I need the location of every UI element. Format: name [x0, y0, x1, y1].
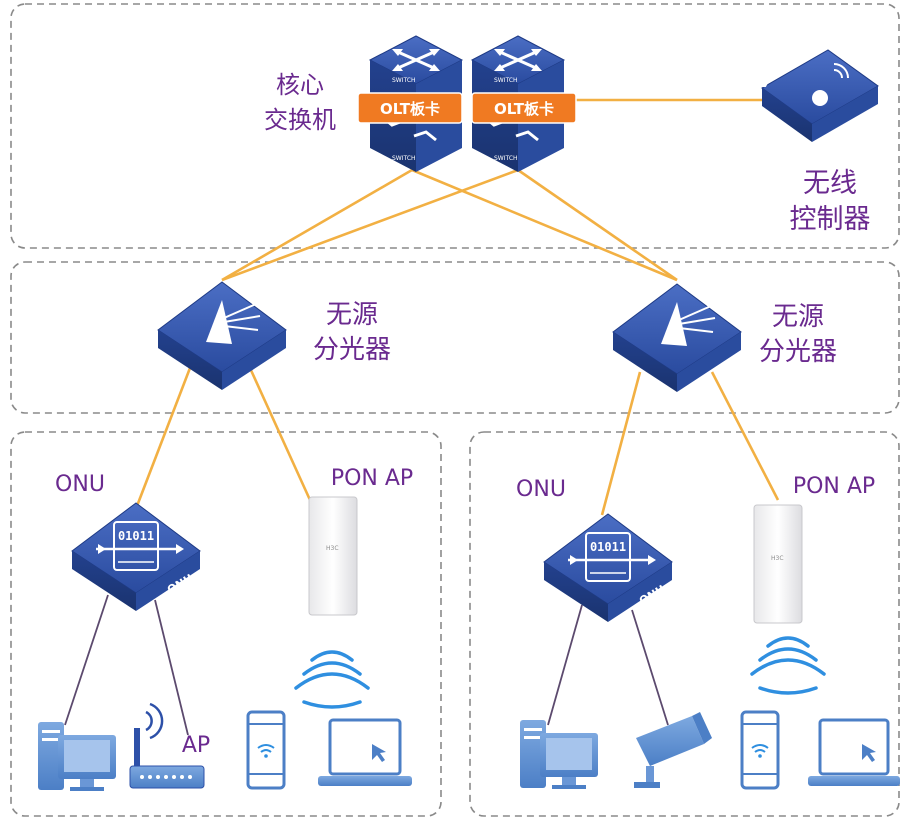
onu-left-label: ONU: [55, 472, 105, 497]
onu-binary-left: 01011: [118, 529, 154, 543]
fiber-links: [135, 98, 780, 516]
splitter-icon: [661, 302, 716, 346]
router-ap-icon: [129, 702, 205, 789]
laptop-icon: [318, 718, 412, 786]
pon-ap-left-label: PON AP: [331, 466, 413, 491]
onu-right: 01011 ONU: [543, 513, 673, 622]
onu-right-label: ONU: [516, 477, 566, 502]
core-switch-label-line2: 交换机: [264, 106, 336, 134]
core-switch-left: SWITCH SWITCH: [368, 35, 464, 172]
camera-icon: [634, 712, 712, 788]
wireless-controller-icon: [739, 63, 849, 106]
access-region-right: [469, 431, 900, 817]
access-region-left: [10, 431, 442, 817]
switch-icon: [392, 49, 440, 71]
wifi-waves-icon: [750, 636, 826, 695]
copper-links: [64, 594, 669, 736]
smartphone-icon: [246, 710, 286, 790]
desktop-pc-icon: [520, 720, 598, 789]
olt-card-left-label: OLT板卡: [380, 100, 440, 118]
wifi-waves-icon: [294, 650, 370, 709]
wireless-controller-label-line2: 控制器: [790, 204, 871, 235]
splitter-left-label-line2: 分光器: [313, 335, 391, 365]
onu-icon: 01011: [96, 521, 184, 571]
splitter-left: [157, 281, 287, 390]
splitter-region: [10, 261, 900, 414]
switch-plate-right-bottom: SWITCH: [494, 155, 518, 162]
wireless-controller-label-line1: 无线: [803, 168, 857, 199]
pon-ap-right: H3C: [753, 504, 803, 624]
core-region: [10, 3, 900, 249]
onu-binary-right: 01011: [590, 540, 626, 554]
ap-brand-left: H3C: [326, 545, 339, 552]
ap-label: AP: [182, 733, 210, 758]
splitter-right-label-line1: 无源: [772, 302, 824, 332]
pon-ap-icon: [308, 496, 358, 616]
olt-card-left: OLT板卡: [357, 92, 463, 124]
olt-card-right: OLT板卡: [471, 92, 577, 124]
laptop-icon: [808, 718, 900, 786]
switch-icon: [494, 49, 542, 71]
onu-icon: 01011: [568, 532, 656, 582]
switch-plate-left-bottom: SWITCH: [392, 155, 416, 162]
switch-plate-left: SWITCH: [392, 77, 416, 84]
olt-card-right-label: OLT板卡: [494, 100, 554, 118]
core-switch-label-line1: 核心: [276, 71, 324, 99]
desktop-pc-icon: [38, 722, 116, 791]
switch-plate-right: SWITCH: [494, 77, 518, 84]
smartphone-icon: [740, 710, 780, 790]
region-borders: [10, 3, 900, 817]
ap-brand-right: H3C: [771, 555, 784, 562]
pon-ap-left: H3C: [308, 496, 358, 616]
splitter-right: [612, 283, 742, 392]
onu-left: 01011 ONU: [71, 502, 201, 611]
wireless-controller: [739, 49, 879, 142]
pon-ap-icon: [753, 504, 803, 624]
pon-ap-right-label: PON AP: [793, 474, 875, 499]
splitter-icon: [206, 300, 261, 344]
splitter-right-label-line2: 分光器: [759, 337, 837, 367]
splitter-left-label-line1: 无源: [326, 300, 378, 330]
